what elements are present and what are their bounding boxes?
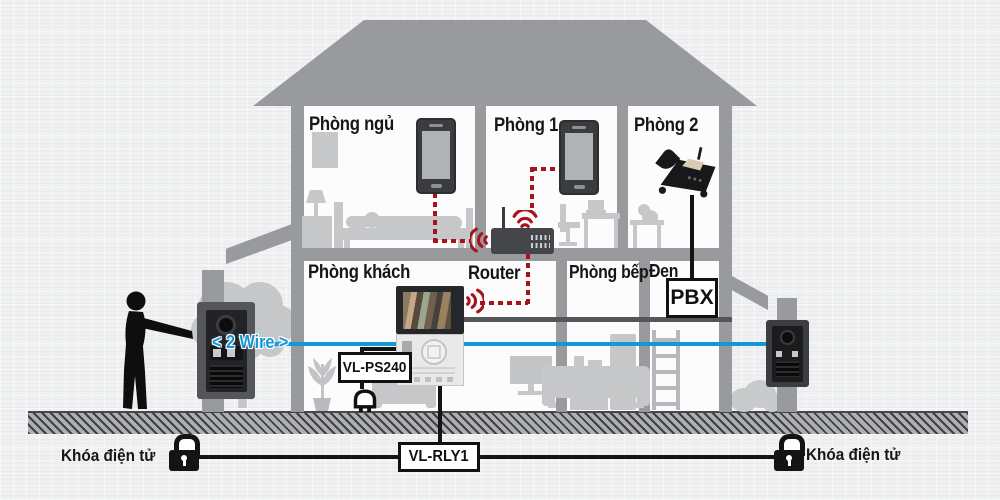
relay-box: VL-RLY1 (398, 442, 480, 472)
office-desk-and-chair (558, 198, 620, 248)
label-room-kitchen: Phòng bếp (569, 262, 649, 282)
door-station-left (197, 302, 255, 399)
room1-phone-dash-h (532, 167, 560, 171)
label-lock-right: Khóa điện tử (806, 445, 901, 464)
ps240-to-plug-line (360, 381, 364, 389)
label-router: Router (468, 263, 521, 284)
eave-left (226, 224, 292, 264)
nightstand (302, 216, 332, 248)
wifi-waves-icon-monitor (466, 288, 484, 314)
eave-right (732, 276, 768, 310)
wall-living-kitchen (556, 261, 567, 412)
padlock-icon-right (774, 434, 805, 471)
monitor-wifi-dash-v (526, 254, 530, 305)
monitor-to-pbx-line (460, 317, 732, 322)
label-room-bedroom: Phòng ngủ (309, 114, 394, 135)
label-lock-left: Khóa điện tử (61, 446, 156, 465)
relay-to-left-lock-line (197, 455, 400, 459)
desk-phone-icon (655, 147, 716, 198)
two-wire-bus-line (250, 342, 768, 346)
two-wire-label: < 2 Wire > (212, 332, 289, 352)
relay-label: VL-RLY1 (408, 448, 469, 465)
monitor-to-relay-line (438, 384, 442, 445)
potted-plant-icon (308, 358, 336, 411)
door-station-right (766, 320, 809, 387)
pbx-box: PBX (666, 278, 718, 318)
pbx-label: PBX (670, 286, 714, 309)
smartphone-icon-bedroom (416, 118, 456, 194)
person-silhouette (123, 291, 193, 409)
phone2-to-pbx-line (690, 195, 694, 279)
room1-phone-dash-v (530, 167, 534, 213)
router-vents-bottom (531, 243, 550, 248)
monitor-wifi-dash-h (480, 301, 528, 305)
indoor-monitor-station (396, 286, 464, 386)
wifi-waves-icon-router-top (512, 210, 538, 228)
ground-strip (28, 411, 968, 434)
fridge (610, 334, 636, 410)
ps240-to-monitor-line (360, 347, 398, 351)
padlock-icon-left (169, 434, 200, 471)
door-station-left-camera (216, 315, 236, 335)
router-icon (491, 228, 554, 254)
smartphone-icon-room1 (559, 120, 599, 195)
router-vents-top (531, 235, 550, 240)
bedroom-phone-dash-h (433, 239, 471, 243)
wall-picture (312, 132, 338, 168)
wifi-waves-icon-bedroom-link (470, 227, 488, 253)
bedside-lamp (306, 190, 326, 216)
floor-divider (291, 248, 732, 261)
power-supply-label: VL-PS240 (343, 359, 407, 376)
label-room-den: Đen (649, 261, 679, 281)
power-supply-box: VL-PS240 (338, 352, 412, 383)
wall-bedroom-room1 (475, 106, 486, 248)
ps240-stub (360, 347, 364, 354)
wall-room1-room2 (617, 106, 628, 248)
relay-to-right-lock-line (477, 455, 779, 459)
side-table-with-teddy (630, 204, 664, 248)
label-room-2: Phòng 2 (634, 115, 699, 136)
wall-kitchen-den (639, 261, 650, 412)
door-station-right-camera (780, 330, 795, 345)
monitor-screen (403, 292, 451, 329)
ac-plug-icon (353, 389, 377, 412)
router-antenna (502, 207, 505, 229)
label-room-living: Phòng khách (308, 262, 411, 283)
roof (253, 20, 757, 106)
label-room-1: Phòng 1 (494, 115, 559, 136)
kitchen-counter (568, 354, 610, 410)
bedroom-phone-dash-v (433, 193, 437, 242)
